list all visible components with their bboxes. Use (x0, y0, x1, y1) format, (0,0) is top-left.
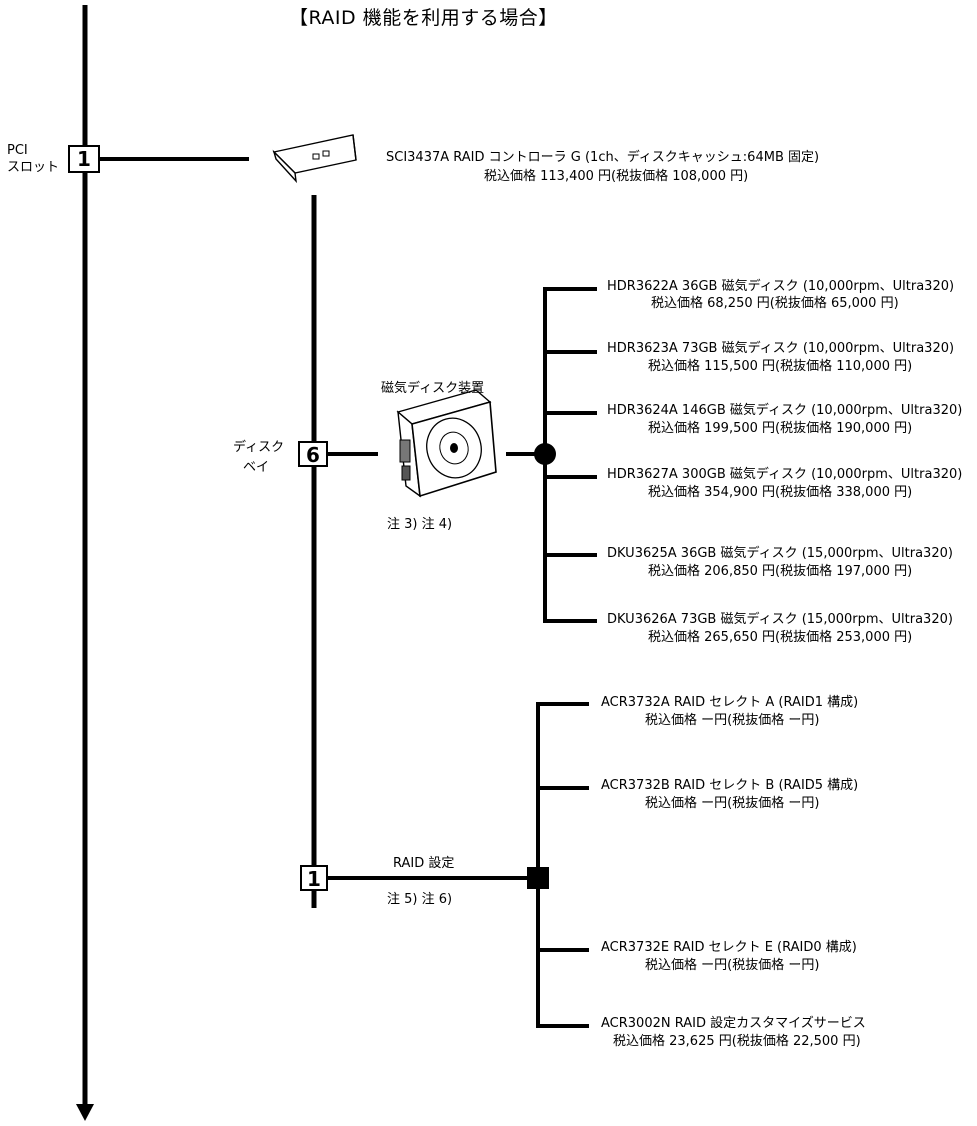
disk-option-price: 税込価格 199,500 円(税抜価格 190,000 円) (648, 421, 913, 436)
raid-count-box: 1 (300, 865, 328, 891)
raid-option-name: ACR3732B RAID セレクト B (RAID5 構成) (601, 778, 859, 793)
raid-option-price: 税込価格 ー円(税抜価格 ー円) (645, 796, 820, 811)
disk-option-name: HDR3622A 36GB 磁気ディスク (10,000rpm、Ultra320… (607, 279, 955, 294)
disk-option-name: HDR3624A 146GB 磁気ディスク (10,000rpm、Ultra32… (607, 403, 963, 418)
disk-option-name: DKU3626A 73GB 磁気ディスク (15,000rpm、Ultra320… (607, 612, 953, 627)
pci-slot-count-box: 1 (68, 145, 100, 173)
controller-name: SCI3437A RAID コントローラ G (1ch、ディスクキャッシュ:64… (386, 150, 820, 165)
disk-option-price: 税込価格 206,850 円(税抜価格 197,000 円) (648, 564, 913, 579)
disk-option-name: DKU3625A 36GB 磁気ディスク (15,000rpm、Ultra320… (607, 546, 953, 561)
controller-price: 税込価格 113,400 円(税抜価格 108,000 円) (484, 169, 749, 184)
disk-bay-label-line2: ベイ (243, 460, 270, 475)
disk-option-name: HDR3627A 300GB 磁気ディスク (10,000rpm、Ultra32… (607, 467, 963, 482)
raid-option-price: 税込価格 23,625 円(税抜価格 22,500 円) (613, 1034, 861, 1049)
pci-slot-label-line1: PCI (7, 143, 28, 158)
disk-option-name: HDR3623A 73GB 磁気ディスク (10,000rpm、Ultra320… (607, 341, 955, 356)
raid-option-name: ACR3002N RAID 設定カスタマイズサービス (601, 1016, 866, 1031)
raid-option-price: 税込価格 ー円(税抜価格 ー円) (645, 958, 820, 973)
raid-option-name: ACR3732A RAID セレクト A (RAID1 構成) (601, 695, 859, 710)
disk-bay-count-box: 6 (298, 441, 328, 467)
raid-option-price: 税込価格 ー円(税抜価格 ー円) (645, 713, 820, 728)
disk-bay-label-line1: ディスク (233, 440, 285, 455)
trunk-arrowhead (76, 1104, 94, 1121)
disk-device-label: 磁気ディスク装置 (381, 381, 485, 396)
disk-option-price: 税込価格 115,500 円(税抜価格 110,000 円) (648, 359, 913, 374)
disk-notes: 注 3) 注 4) (387, 517, 453, 532)
raid-option-name: ACR3732E RAID セレクト E (RAID0 構成) (601, 940, 857, 955)
diagram-title: 【RAID 機能を利用する場合】 (289, 7, 558, 29)
disk-option-price: 税込価格 265,650 円(税抜価格 253,000 円) (648, 630, 913, 645)
pci-slot-label-line2: スロット (7, 160, 60, 175)
disk-option-price: 税込価格 354,900 円(税抜価格 338,000 円) (648, 485, 913, 500)
disk-option-price: 税込価格 68,250 円(税抜価格 65,000 円) (651, 296, 899, 311)
hard-disk-drive-icon (396, 389, 497, 498)
raid-setting-label: RAID 設定 (393, 856, 455, 871)
raid-notes: 注 5) 注 6) (387, 892, 453, 907)
raid-controller-card-icon (272, 134, 357, 184)
